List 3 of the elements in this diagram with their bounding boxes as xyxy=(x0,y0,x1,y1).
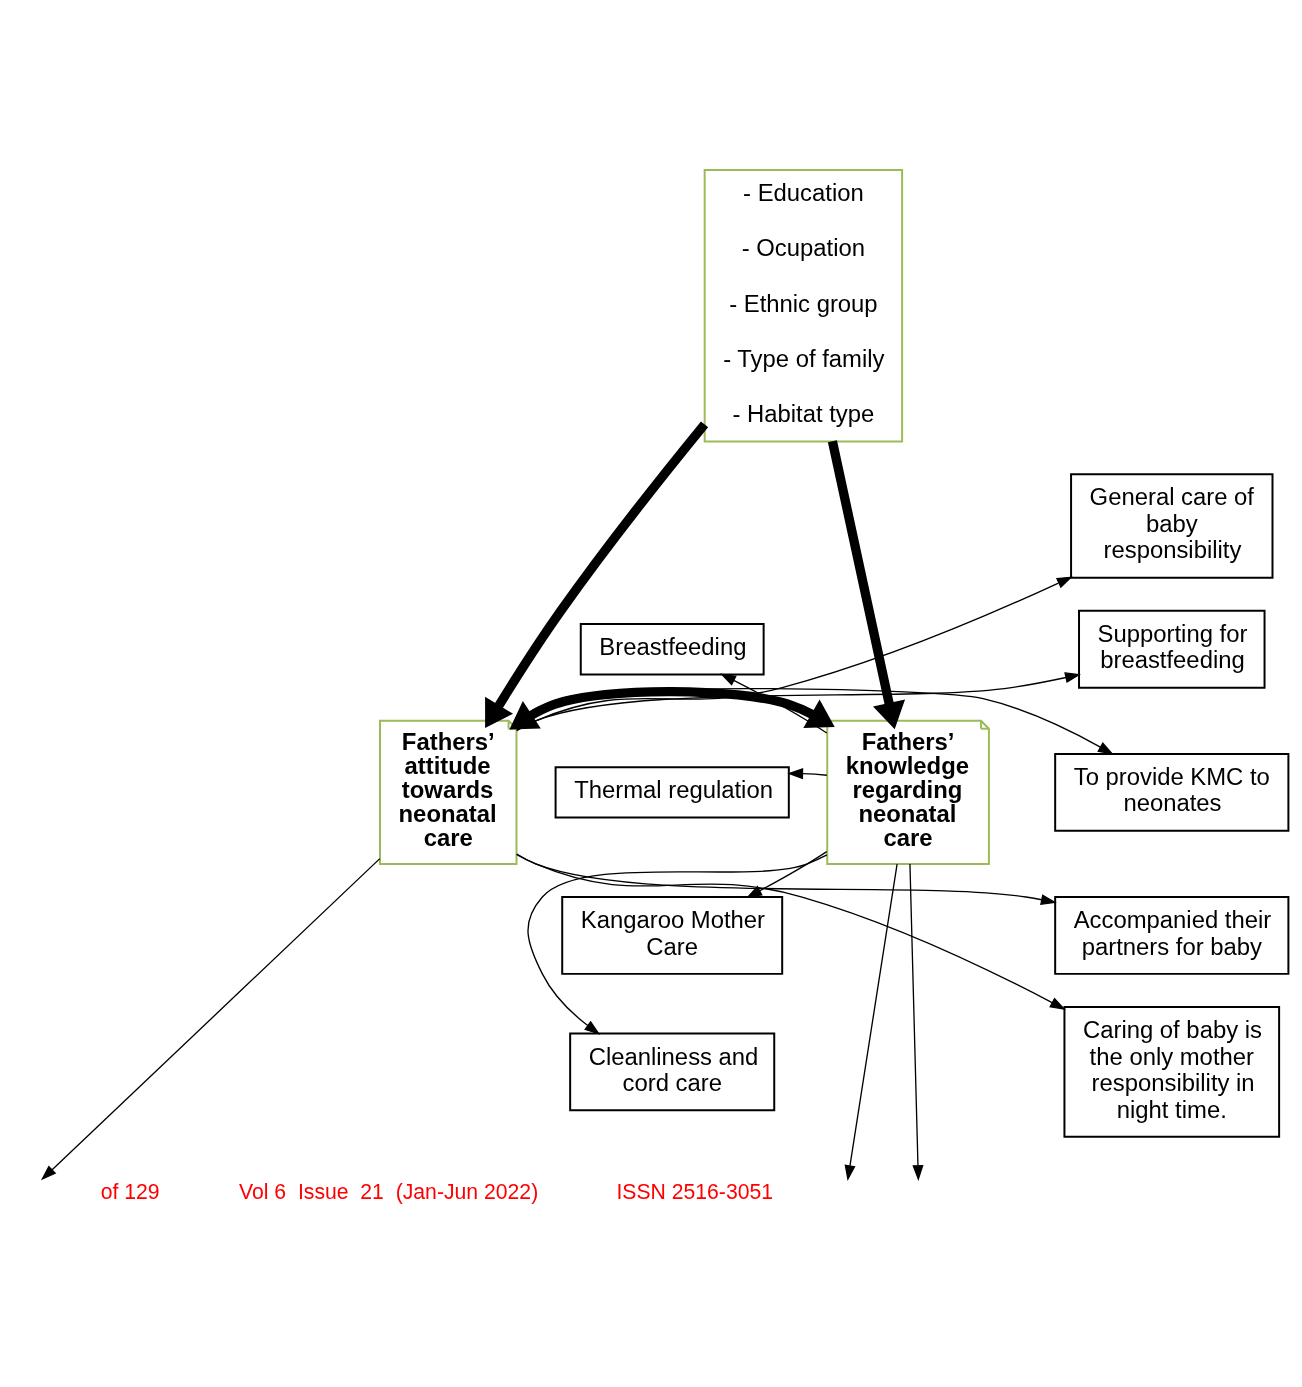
label: Vol 6 Issue 21 (Jan-Jun 2022) xyxy=(239,1179,539,1203)
label: ISSN 2516-3051 xyxy=(616,1179,774,1203)
label: of 129 xyxy=(100,1179,160,1203)
